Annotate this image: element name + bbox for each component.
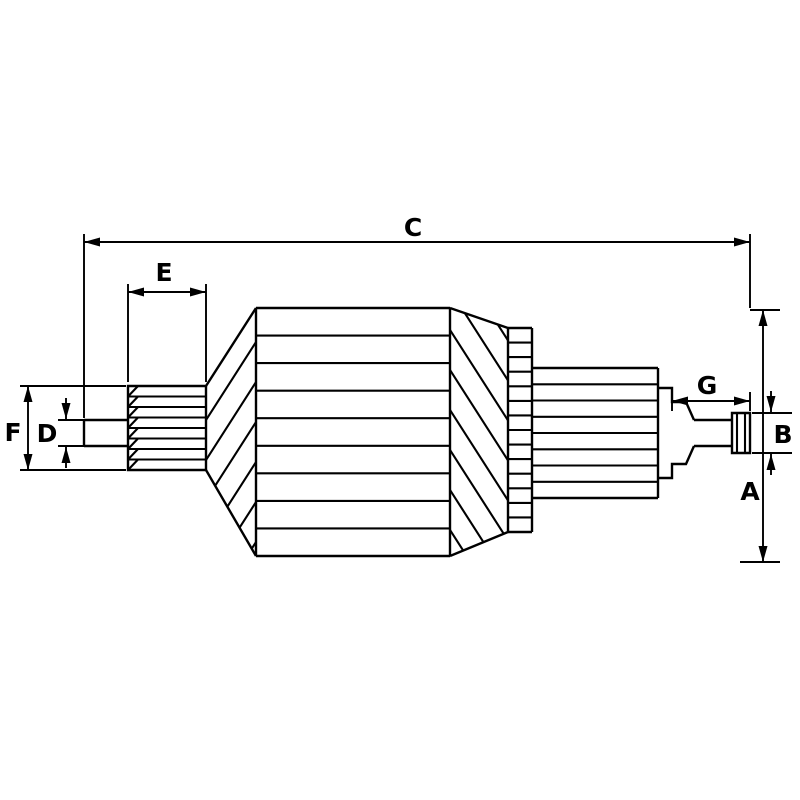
- winding-overhang-left-hatch: [206, 308, 256, 556]
- shaft-left-outline: [82, 418, 128, 448]
- dimension-c: C: [83, 213, 751, 418]
- shaft-end-piece-grooves: [735, 413, 747, 453]
- winding-overhang-right-outline: [449, 306, 509, 558]
- dimension-a: A: [740, 309, 780, 563]
- dimension-d-label: D: [37, 419, 58, 448]
- dimension-f-label: F: [4, 418, 21, 447]
- spline-teeth-lines: [128, 395, 206, 461]
- dimension-b-label: B: [773, 420, 792, 449]
- spline-chamfer-lines: [127, 385, 139, 471]
- core-lamination-lines: [256, 334, 450, 530]
- shaft-right-outline: [694, 418, 732, 448]
- dimension-b-extension-lines: [752, 412, 792, 454]
- dimension-e-extension-lines: [127, 284, 207, 382]
- dimension-d: D: [37, 398, 84, 468]
- dimension-b: B: [752, 391, 793, 475]
- winding-overhang-left-outline: [204, 307, 258, 557]
- commutator-segment-lines: [532, 383, 658, 483]
- dimension-g-label: G: [697, 371, 718, 400]
- shaft-end-piece-outline: [730, 411, 752, 455]
- dimension-c-extension-lines: [83, 234, 751, 418]
- dimension-g: G: [671, 371, 751, 411]
- dimension-e: E: [127, 258, 207, 382]
- dimension-e-label: E: [155, 258, 172, 287]
- dimension-d-extension-lines: [58, 419, 84, 447]
- core-outline: [254, 306, 452, 558]
- dimension-c-label: C: [404, 213, 422, 242]
- dimension-f: F: [4, 385, 126, 471]
- dimension-a-label: A: [740, 477, 760, 506]
- armature-outline-group: [82, 306, 752, 558]
- dimension-f-extension-lines: [20, 385, 126, 471]
- commutator-riser-bars: [508, 341, 532, 519]
- winding-overhang-right-hatch: [450, 308, 508, 556]
- dimension-lines-group: C E G A B: [4, 213, 793, 563]
